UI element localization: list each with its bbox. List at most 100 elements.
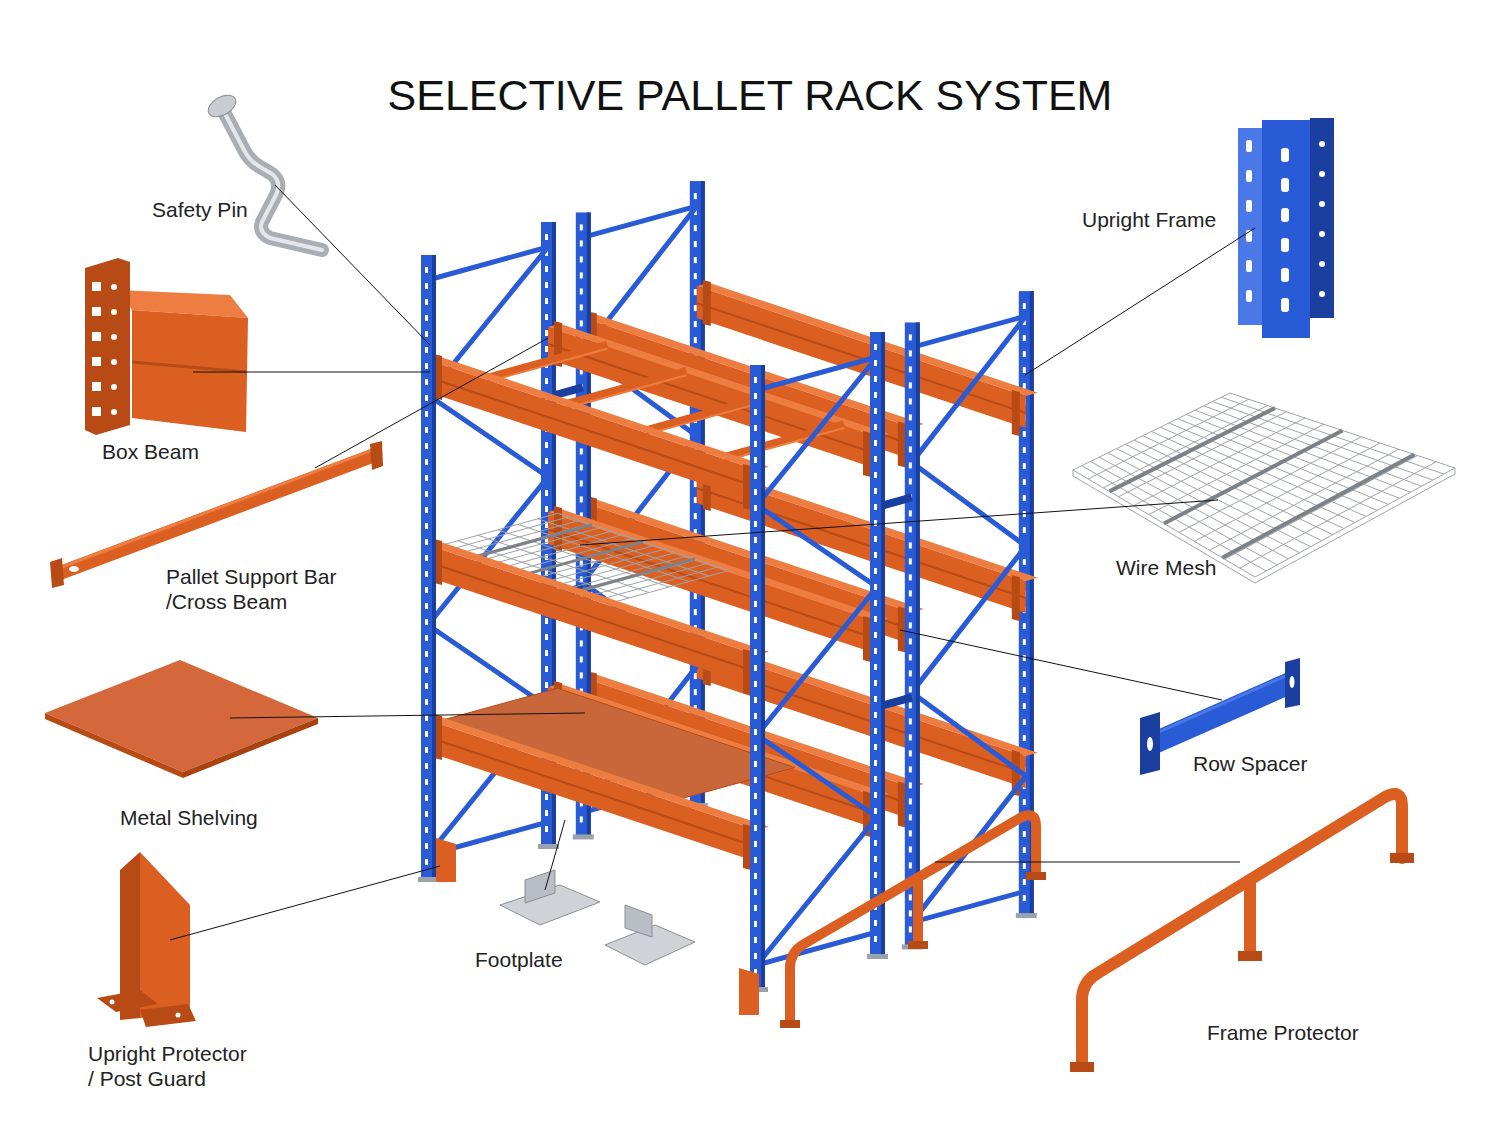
pallet-support-bar-edge [62, 449, 375, 567]
frame-protector-base [908, 941, 928, 949]
upright-hole [754, 937, 757, 943]
footplate [867, 954, 888, 959]
upright-column-hole [1319, 261, 1325, 267]
upright-hole [754, 377, 757, 383]
upright-hole [545, 490, 548, 496]
upright-hole [754, 905, 757, 911]
upright-hole [545, 458, 548, 464]
upright-hole [580, 256, 583, 262]
upright-column-hole [1319, 231, 1325, 237]
upright-hole [909, 830, 912, 836]
part-illustrations [45, 91, 1455, 1072]
upright-post [421, 255, 436, 880]
pallet-support-bar-edge [645, 402, 765, 435]
upright-hole [754, 889, 757, 895]
wire-mesh-part-line [1088, 399, 1249, 479]
frame-protector-leg [913, 878, 923, 943]
upright-hole [874, 632, 877, 638]
upright-hole [874, 648, 877, 654]
upright-hole [874, 936, 877, 942]
upright-hole [874, 744, 877, 750]
upright-hole [1023, 687, 1026, 693]
upright-hole [754, 601, 757, 607]
leader-line [170, 866, 440, 940]
frame-protector-part-base [1070, 1062, 1094, 1072]
post-guard-base [97, 990, 158, 1012]
upright-hole [694, 593, 697, 599]
frame-brace [428, 247, 548, 280]
box-beam-slot [92, 307, 101, 316]
upright-hole [545, 826, 548, 832]
upright-hole [1023, 703, 1026, 709]
frame-protector-part-base [1390, 853, 1414, 863]
upright-column-hole [1246, 260, 1252, 272]
upright-hole [425, 827, 428, 833]
row-spacer-hole [1290, 676, 1295, 688]
upright-hole [694, 305, 697, 311]
beam-connector [743, 464, 751, 510]
upright-column-hole [1246, 170, 1252, 182]
upright-hole [425, 619, 428, 625]
upright-hole [694, 321, 697, 327]
upright-hole [874, 456, 877, 462]
metal-shelving-part [45, 660, 318, 772]
upright-hole [425, 571, 428, 577]
upright-hole [545, 346, 548, 352]
upright-hole [1023, 623, 1026, 629]
upright-hole [425, 315, 428, 321]
upright-column-hole [1246, 290, 1252, 302]
upright-hole [754, 553, 757, 559]
box-beam [428, 720, 757, 862]
upright-hole [545, 282, 548, 288]
upright-column-hole [1281, 208, 1289, 222]
safety-pin-highlight [222, 108, 322, 250]
upright-hole [754, 441, 757, 447]
leader-line [275, 185, 430, 345]
upright-hole [425, 507, 428, 513]
upright-hole [425, 587, 428, 593]
upright-hole [909, 766, 912, 772]
wire-mesh-part-line [1225, 456, 1418, 560]
upright-hole [874, 440, 877, 446]
upright-hole [754, 793, 757, 799]
part-label: Box Beam [102, 439, 199, 464]
beam-groove [428, 377, 757, 487]
upright-hole [909, 606, 912, 612]
upright-hole [909, 590, 912, 596]
upright-hole [909, 910, 912, 916]
upright-hole [874, 872, 877, 878]
upright-hole [580, 320, 583, 326]
leader-line [900, 630, 1222, 700]
upright-hole [909, 702, 912, 708]
upright-column-hole [1281, 178, 1289, 192]
upright-hole [874, 504, 877, 510]
upright-hole [874, 424, 877, 430]
footplate-tab [525, 870, 555, 903]
upright-column-hole [1319, 171, 1325, 177]
leader-lines [170, 185, 1255, 940]
upright-hole [425, 539, 428, 545]
upright-hole [425, 763, 428, 769]
box-beam-hole [111, 284, 117, 290]
upright-hole [694, 609, 697, 615]
row-spacer-part [1152, 683, 1290, 744]
part-label: Upright Frame [1082, 207, 1216, 232]
upright-hole [694, 193, 697, 199]
upright-hole [909, 734, 912, 740]
safety-pin-flange [205, 91, 240, 122]
upright-hole [425, 651, 428, 657]
frame-protector [790, 815, 1036, 1022]
upright-hole [425, 523, 428, 529]
upright-hole [425, 475, 428, 481]
wire-mesh-channel [575, 559, 695, 592]
wire-mesh-part-line [1103, 406, 1267, 488]
beam-connector [863, 616, 871, 662]
upright-hole [425, 635, 428, 641]
upright-hole [580, 640, 583, 646]
upright-hole [694, 497, 697, 503]
upright-hole [909, 686, 912, 692]
upright-hole [909, 558, 912, 564]
upright-hole [1023, 719, 1026, 725]
frame-protector-base [1026, 872, 1046, 880]
box-beam-groove [132, 362, 247, 372]
